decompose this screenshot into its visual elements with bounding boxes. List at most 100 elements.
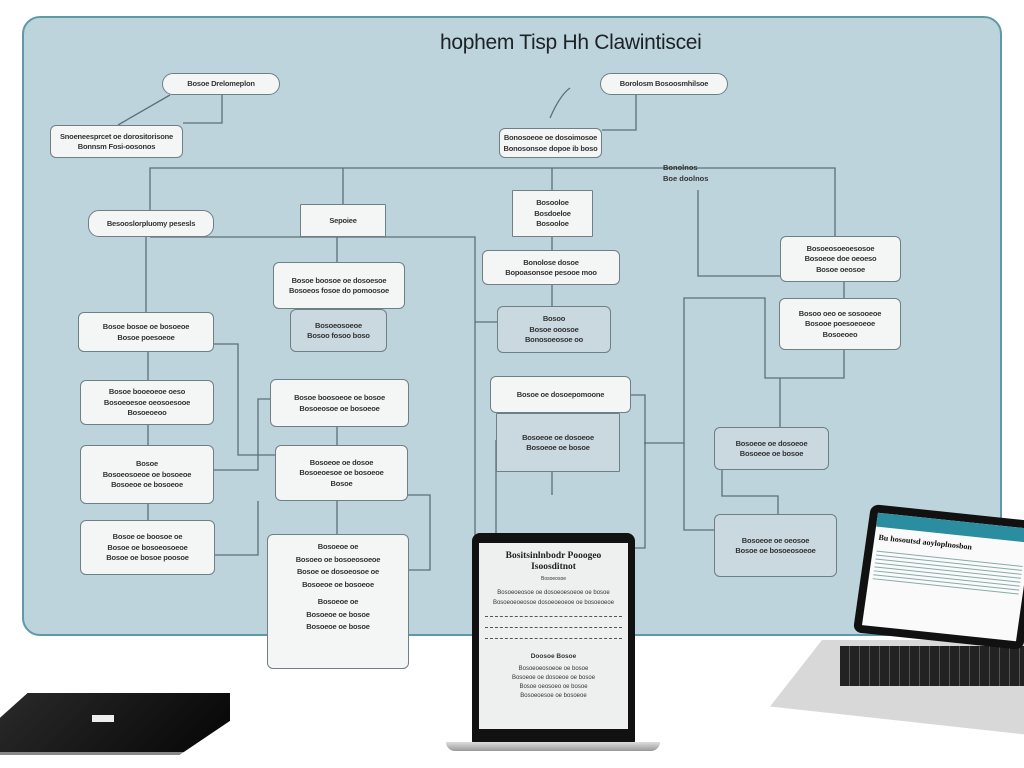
- flow-node[interactable]: Besooslorpluomy pesesls: [88, 210, 214, 237]
- node-label: Bosoe oe dosoeosoe oe: [296, 567, 380, 576]
- node-label: Bosoe boosoe oe dosoesoe: [291, 275, 387, 285]
- laptop-device: Bu hosoutsd aoyloplnosbon: [852, 504, 1024, 650]
- node-label: Bonolose dosoe: [523, 257, 579, 267]
- node-label: Bosoeoe oe bosoe: [739, 449, 804, 458]
- node-label: Bosoe oe boosoe oe: [112, 532, 183, 542]
- node-label: Bonosonsoe dopoe ib boso: [503, 143, 598, 153]
- node-label: Borolosm Bosoosmhilsoe: [619, 79, 709, 89]
- tablet-field[interactable]: [485, 633, 622, 639]
- tablet-device: Bositsinlnbodr Pooogeo Isoosditnot Bosoe…: [472, 533, 635, 743]
- node-label: Bosoeosoe oe bosoeoe: [299, 403, 380, 413]
- node-label: Bosoe poesoeoe: [117, 332, 175, 342]
- node-label: Besooslorpluomy pesesls: [106, 218, 196, 228]
- node-label: Bosoeoe oe: [317, 542, 359, 551]
- node-label: Sepoiee: [329, 215, 357, 225]
- node-label: Bosoeoesoe oe bosoeoe: [299, 468, 384, 478]
- tablet-footer-line: Bosoeoeosoeoe oe bosoe: [518, 666, 589, 672]
- tablet-subheading: Bosoeosoe: [540, 576, 567, 582]
- node-label: Bosoo fosoo boso: [307, 331, 370, 340]
- node-label: Bosooloe: [536, 198, 569, 208]
- diagram-title: hophem Tisp Hh Clawintiscei: [440, 31, 702, 54]
- flow-node[interactable]: Bosoe Drelomeplon: [162, 73, 280, 95]
- node-label: Bosoeoesoe oeosoesooe: [103, 397, 191, 407]
- laptop-keys: [840, 646, 1024, 686]
- node-label: Snoeneesprcet oe dorositorisone: [60, 131, 173, 141]
- node-label: Bosoo oeo oe sosooeoe: [798, 308, 882, 318]
- node-label: Bosoeosoeoesosoe: [806, 243, 875, 253]
- node-label: Bosoeoe doe oeoeso: [804, 254, 877, 264]
- node-label: Bosoeoe oe dosoe: [309, 457, 374, 467]
- node-label: Bosoeoe oe bosoeoe: [302, 579, 374, 589]
- node-label: Bosoeoe oe bosoe: [306, 609, 370, 619]
- flow-node[interactable]: Sepoiee: [300, 204, 386, 237]
- node-label: Bosoeosoeoe oe bosoeoe: [102, 469, 192, 479]
- node-label: Bosoe oe bosoeosoeoe: [107, 542, 188, 552]
- tablet-field[interactable]: [485, 622, 622, 628]
- tablet-paragraph: Bosoeoeosoe oe dosoeoesoeoe oe bosoe: [497, 590, 610, 596]
- node-label: Bosoeoe oe bosoeoe: [111, 480, 183, 490]
- node-label: Bosoe oe dosoepomoone: [516, 389, 605, 399]
- node-label: Bosoe booeoeoe oeso: [108, 387, 186, 397]
- node-label: Bosooloe: [536, 219, 569, 229]
- flow-node[interactable]: Borolosm Bosoosmhilsoe: [600, 73, 728, 95]
- tablet-footer-line: Bosoeoe oe dosoeoe oe bosoe: [511, 675, 596, 681]
- node-label: Bosoe Drelomeplon: [187, 79, 255, 89]
- node-label: Bosoeoeoo: [127, 408, 167, 418]
- tablet-screen: Bositsinlnbodr Pooogeo Isoosditnot Bosoe…: [479, 543, 628, 729]
- node-label: Bosoe oe bosoeosoeoe: [735, 546, 816, 555]
- node-label: Bosoe oeosoe: [816, 264, 865, 274]
- node-label: Bosoeoe oe dosoeoe: [735, 438, 808, 448]
- tablet-paragraph: Bosoeoeoeosoe dosoeoeoeoe oe bosoeoeoe: [492, 600, 615, 606]
- node-label: Bosoe ooosoe: [529, 324, 579, 334]
- side-label-line: Boe doolnos: [663, 174, 709, 183]
- node-label: Bosoeoeo: [822, 329, 858, 339]
- node-label: Bosoeoe oe bosoe: [306, 622, 370, 631]
- node-label: Bosoe boosoeoe oe bosoe: [294, 393, 385, 402]
- node-label: Bosoeoe oe: [317, 597, 359, 606]
- side-label-line: Bonolnos: [663, 163, 698, 172]
- node-label: Bosoeos fosoe do pomoosoe: [288, 286, 389, 295]
- tablet-footer-line: Bosoeoesoe oe bosoeoe: [520, 693, 587, 699]
- flow-node[interactable]: Bosoe oe dosoepomoone: [490, 376, 631, 413]
- laptop-screen: Bu hosoutsd aoyloplnosbon: [861, 512, 1024, 642]
- node-label: Bosoeo oe bosoeosoeoe: [295, 554, 381, 564]
- node-label: Bosoe: [330, 478, 353, 488]
- node-label: Bosoe bosoe oe bosoeoe: [102, 322, 190, 331]
- tablet-field[interactable]: [485, 611, 622, 617]
- node-label: Bonosoeosoe oo: [524, 335, 584, 345]
- tablet-stand: [446, 742, 660, 751]
- laptop-keyboard: [770, 640, 1024, 735]
- node-label: Bosdoeloe: [534, 208, 571, 218]
- node-label: Bosooe poesoeoeoe: [805, 319, 875, 329]
- tablet-footer-title: Doosoe Bosoe: [530, 653, 577, 660]
- tablet-footer-line: Bosoe oeosoeo oe bosoe: [519, 684, 588, 690]
- node-label: Bosoe oe bosoe poosoe: [106, 553, 189, 563]
- node-label: Bosoo: [542, 314, 566, 324]
- node-label: Bosoeoe oe bosoe: [526, 443, 590, 452]
- node-label: Bopoasonsoe pesooe moo: [505, 268, 597, 277]
- device-logo-icon: [92, 715, 114, 722]
- node-label: Bonosoeoe oe dosoimosoe: [503, 133, 598, 142]
- node-label: Bosoe: [136, 459, 158, 469]
